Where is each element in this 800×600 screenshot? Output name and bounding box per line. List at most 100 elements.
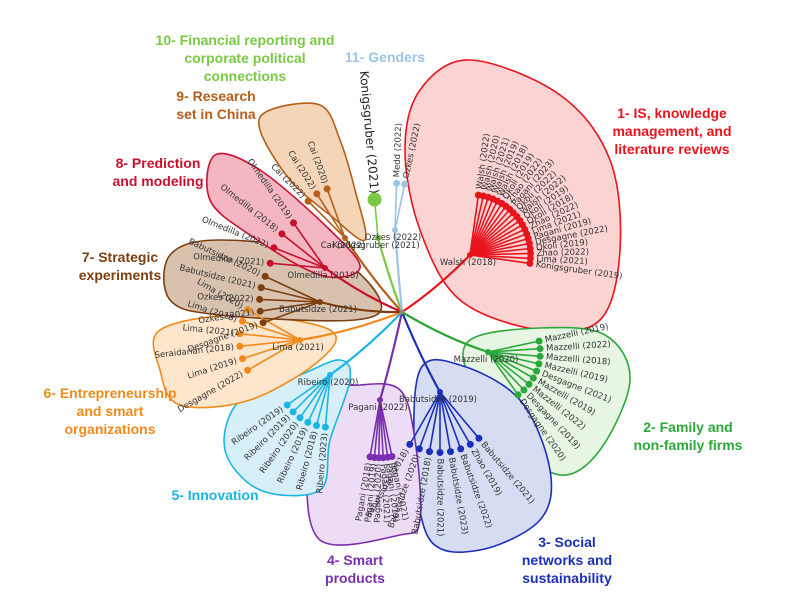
- hub-label-c6: Lima (2021): [272, 343, 324, 353]
- leaf-edge: [261, 286, 321, 303]
- leaf-edge: [469, 215, 518, 256]
- leaf-edge: [439, 391, 471, 445]
- leaf-label: Babutsidze (2021): [435, 459, 445, 537]
- leaf-edge: [247, 309, 301, 341]
- leaf-edge: [239, 339, 301, 348]
- leaf-label: Medd (2022): [392, 123, 404, 178]
- leaf-node: [283, 401, 291, 409]
- leaf-edge: [487, 351, 519, 396]
- leaf-edge: [428, 391, 441, 452]
- leaf-node: [304, 418, 312, 426]
- leaf-node: [366, 453, 374, 461]
- leaf-edge: [469, 203, 503, 256]
- leaf-edge: [487, 340, 540, 353]
- hub-label-c11: Ozkes (2022): [365, 233, 421, 243]
- leaf-edge: [409, 391, 441, 445]
- hub-label-c9: Cai (2022): [321, 241, 365, 251]
- leaf-edge: [469, 194, 480, 256]
- hub-node-c9: [342, 235, 348, 241]
- leaf-edge: [315, 374, 331, 426]
- hub-label-c1: Walsh (2018): [440, 258, 496, 268]
- trunk-edge-c7: [319, 300, 403, 314]
- leaf-edge: [469, 228, 526, 256]
- leaf-edge: [239, 332, 301, 341]
- leaf-edge: [487, 351, 525, 391]
- leaf-edge: [418, 391, 441, 450]
- leaf-node: [535, 360, 543, 368]
- leaf-node: [475, 434, 483, 442]
- trunk-edge-c1: [401, 254, 471, 313]
- leaf-label: Zhao (2022): [536, 247, 589, 258]
- trunk-edge-c10: [376, 237, 404, 313]
- leaf-edge: [487, 347, 541, 353]
- hub-node-c1: [467, 252, 473, 258]
- leaf-node: [261, 272, 269, 280]
- leaf-edge: [469, 242, 530, 256]
- leaf-edge: [273, 246, 326, 269]
- leaf-node: [536, 352, 544, 360]
- leaf-edge: [242, 339, 301, 360]
- leaf-node: [520, 386, 528, 394]
- leaf-node: [278, 230, 286, 238]
- hub-node-c3: [437, 389, 443, 395]
- leaf-edge: [487, 351, 540, 365]
- leaf-edge: [286, 374, 331, 406]
- leaf-edge: [469, 254, 531, 265]
- leaf-edge: [439, 391, 480, 439]
- hub-label-c10: Konigsgruber (2021): [332, 241, 419, 251]
- leaf-edge: [394, 183, 398, 231]
- hub-label-c4: Pagani (2022): [348, 403, 407, 413]
- leaf-edge: [469, 254, 531, 260]
- leaf-edge: [439, 391, 452, 452]
- leaf-node: [313, 190, 321, 198]
- leaf-edge: [259, 298, 321, 303]
- tree-nodes: [236, 179, 544, 462]
- leaf-node: [236, 330, 244, 338]
- hub-label-c2: Mazzelli (2020): [454, 355, 519, 365]
- leaf-edge: [262, 301, 321, 324]
- leaf-node: [244, 366, 252, 374]
- hub-node-c6: [297, 337, 303, 343]
- hub-node-c8: [322, 265, 328, 271]
- leaf-edge: [326, 188, 346, 239]
- root-node: [399, 309, 405, 315]
- cluster-region-c8: [206, 152, 361, 279]
- leaf-node: [401, 180, 409, 188]
- hub-node-c2: [485, 349, 491, 355]
- leaf-edge: [469, 224, 523, 256]
- trunk-edge-c6: [299, 310, 403, 342]
- leaf-edge: [469, 197, 489, 256]
- hub-node-c10: [375, 235, 381, 241]
- leaf-edge: [292, 374, 331, 413]
- leaf-edge: [469, 200, 499, 256]
- leaf-edge: [487, 351, 530, 385]
- hub-label-c7: Babutsidze (2021): [279, 305, 357, 315]
- hub-label-c3: Babutsidze (2019): [399, 395, 477, 405]
- hub-node-c4: [377, 397, 383, 403]
- leaf-label: Pagani (2021): [378, 463, 391, 523]
- leaf-node: [239, 317, 246, 325]
- trunk-edge-c4: [378, 311, 404, 401]
- cluster-region-c1: [404, 59, 622, 333]
- leaf-edge: [487, 351, 537, 372]
- trunk-edge-c5: [329, 311, 403, 376]
- leaf-edge: [270, 262, 326, 269]
- leaf-node: [270, 244, 278, 252]
- leaf-edge: [469, 233, 527, 256]
- leaf-node: [415, 445, 423, 453]
- leaf-node: [256, 307, 264, 315]
- leaf-node: [426, 448, 433, 456]
- leaf-node: [296, 414, 304, 422]
- leaf-label: Lima (2021): [536, 254, 588, 267]
- leaf-node: [266, 259, 274, 267]
- hub-label-c8: Olmedilla (2018): [287, 271, 358, 281]
- leaf-node: [457, 445, 465, 453]
- leaf-node: [514, 391, 522, 399]
- leaf-edge: [487, 351, 541, 358]
